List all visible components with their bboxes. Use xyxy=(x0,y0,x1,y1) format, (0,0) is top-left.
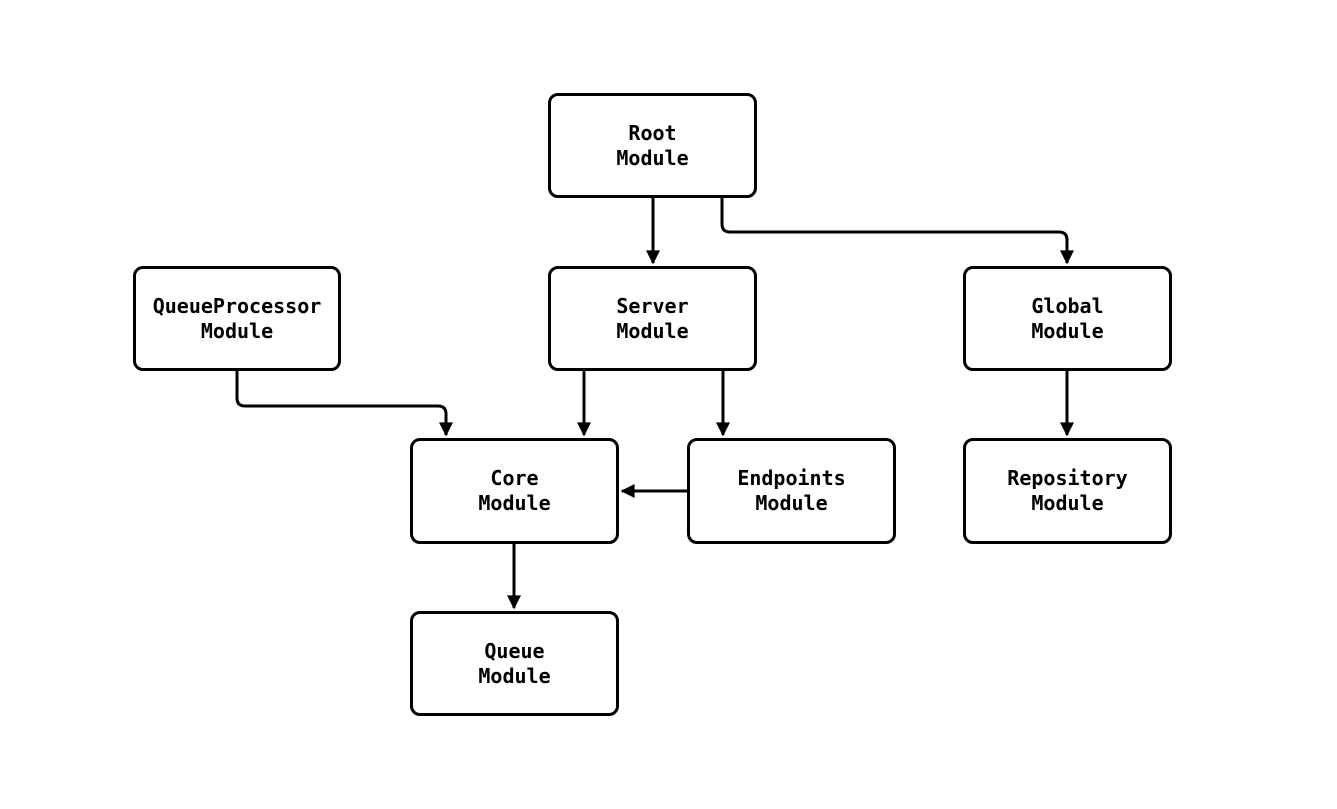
node-queue-module: Queue Module xyxy=(410,611,619,716)
node-root-module-label: Root Module xyxy=(616,120,689,170)
node-global-module: Global Module xyxy=(963,266,1172,371)
node-endpoints-module-label: Endpoints Module xyxy=(737,466,846,515)
node-server-module: Server Module xyxy=(548,266,757,371)
node-queue-module-label: Queue Module xyxy=(478,638,551,688)
node-root-module: Root Module xyxy=(548,93,757,198)
node-queueprocessor-module: QueueProcessor Module xyxy=(133,266,341,371)
node-core-module: Core Module xyxy=(410,438,619,544)
node-core-module-label: Core Module xyxy=(478,466,551,515)
node-queueprocessor-module-label: QueueProcessor Module xyxy=(152,293,322,343)
node-global-module-label: Global Module xyxy=(1031,293,1104,343)
node-server-module-label: Server Module xyxy=(616,293,689,343)
edge-queueprocessor-to-core xyxy=(235,371,453,437)
node-repository-module-label: Repository Module xyxy=(1007,466,1128,515)
edge-root-to-global xyxy=(720,198,1074,265)
node-repository-module: Repository Module xyxy=(963,438,1172,544)
node-endpoints-module: Endpoints Module xyxy=(687,438,896,544)
